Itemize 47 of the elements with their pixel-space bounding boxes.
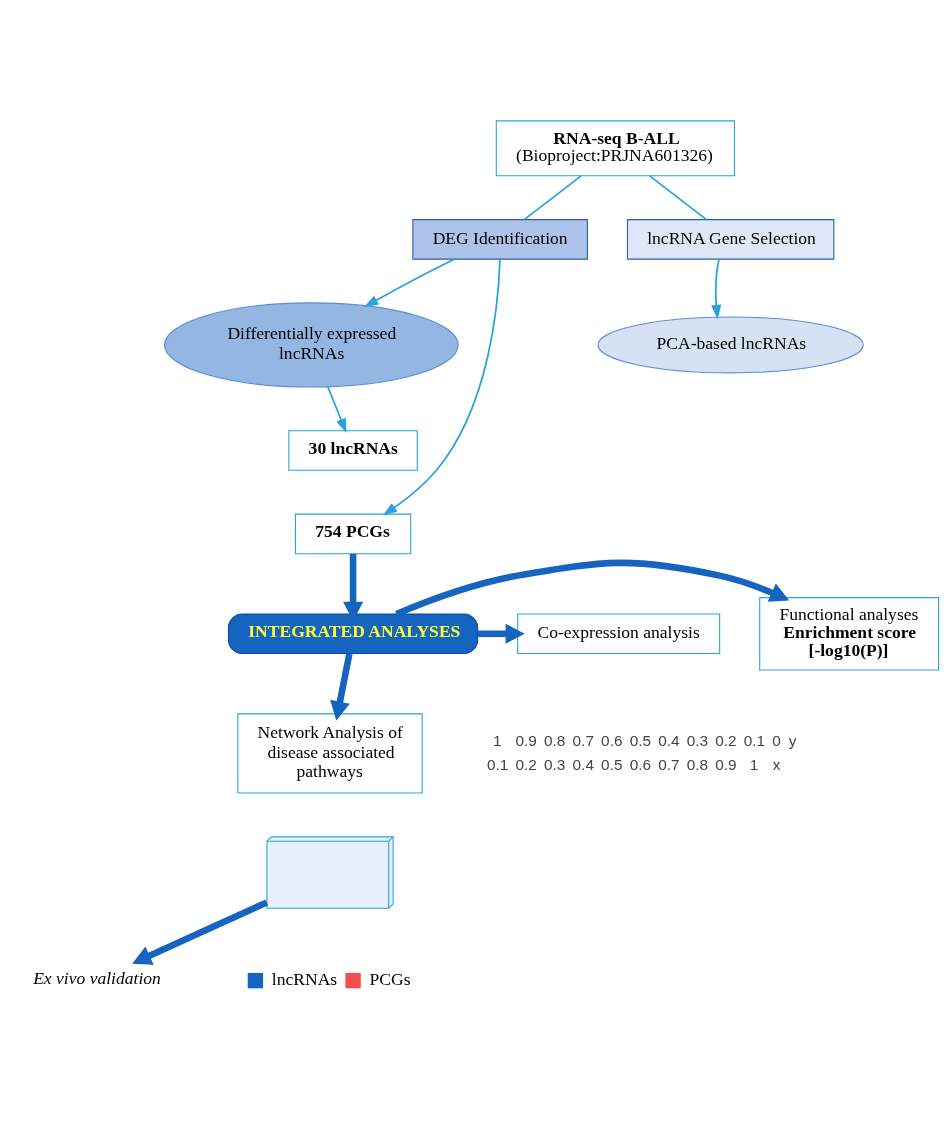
label: 0.1 <box>486 755 508 773</box>
arrow <box>394 559 789 617</box>
label: x <box>772 755 781 773</box>
node-box: INTEGRATED ANALYSES <box>227 613 478 654</box>
node-box: Functional analyses Enrichment score [-log10(P)] <box>758 596 939 671</box>
node-box: DEG Identification <box>411 218 588 260</box>
label: 0.9 <box>714 755 737 773</box>
node-box: RNA-seq B-ALL (Bioproject:PRJNA601326) <box>495 119 735 176</box>
connector <box>648 174 707 220</box>
label: 0.4 <box>572 755 594 773</box>
label: 0.8 <box>686 755 708 773</box>
legend-label: lncRNAs <box>271 968 337 989</box>
node-box: Network Analysis of disease associated pathways <box>236 712 423 793</box>
label: 0.5 <box>629 731 651 749</box>
arrow <box>382 257 501 516</box>
label: y <box>788 731 796 749</box>
arrow <box>363 257 455 307</box>
label: 0.6 <box>629 755 651 773</box>
label: 1 <box>749 755 758 773</box>
label: 0.2 <box>515 755 537 773</box>
label: 1 <box>492 731 502 749</box>
arrow <box>329 652 353 721</box>
label: 0.4 <box>657 731 680 749</box>
label: 0.3 <box>543 755 565 773</box>
label: 0 <box>771 731 781 749</box>
label: 0.6 <box>600 731 622 749</box>
node-box: Co-expression analysis <box>516 613 720 654</box>
node-box: 754 PCGs <box>294 513 411 554</box>
label: 0.8 <box>543 731 565 749</box>
node-text: Ex vivo validation <box>32 967 161 988</box>
node-ellipse: Differentially expressed lncRNAs <box>163 301 459 388</box>
arrow <box>326 385 346 433</box>
label: 0.2 <box>714 731 737 749</box>
arrow <box>131 898 268 965</box>
label: 0.5 <box>600 755 622 773</box>
legend-label: PCGs <box>369 968 411 989</box>
arrow <box>477 623 525 644</box>
node-ellipse: PCA-based lncRNAs <box>596 316 864 373</box>
label: 0.7 <box>657 755 680 773</box>
label: 0.7 <box>572 731 594 749</box>
label: 0.1 <box>743 731 765 749</box>
arrow <box>710 258 721 319</box>
label: 0.9 <box>515 731 537 749</box>
node-box: 30 lncRNAs <box>287 429 418 471</box>
node-box: lncRNA Gene Selection <box>626 218 834 260</box>
connector <box>523 174 582 220</box>
label: 0.3 <box>686 731 708 749</box>
